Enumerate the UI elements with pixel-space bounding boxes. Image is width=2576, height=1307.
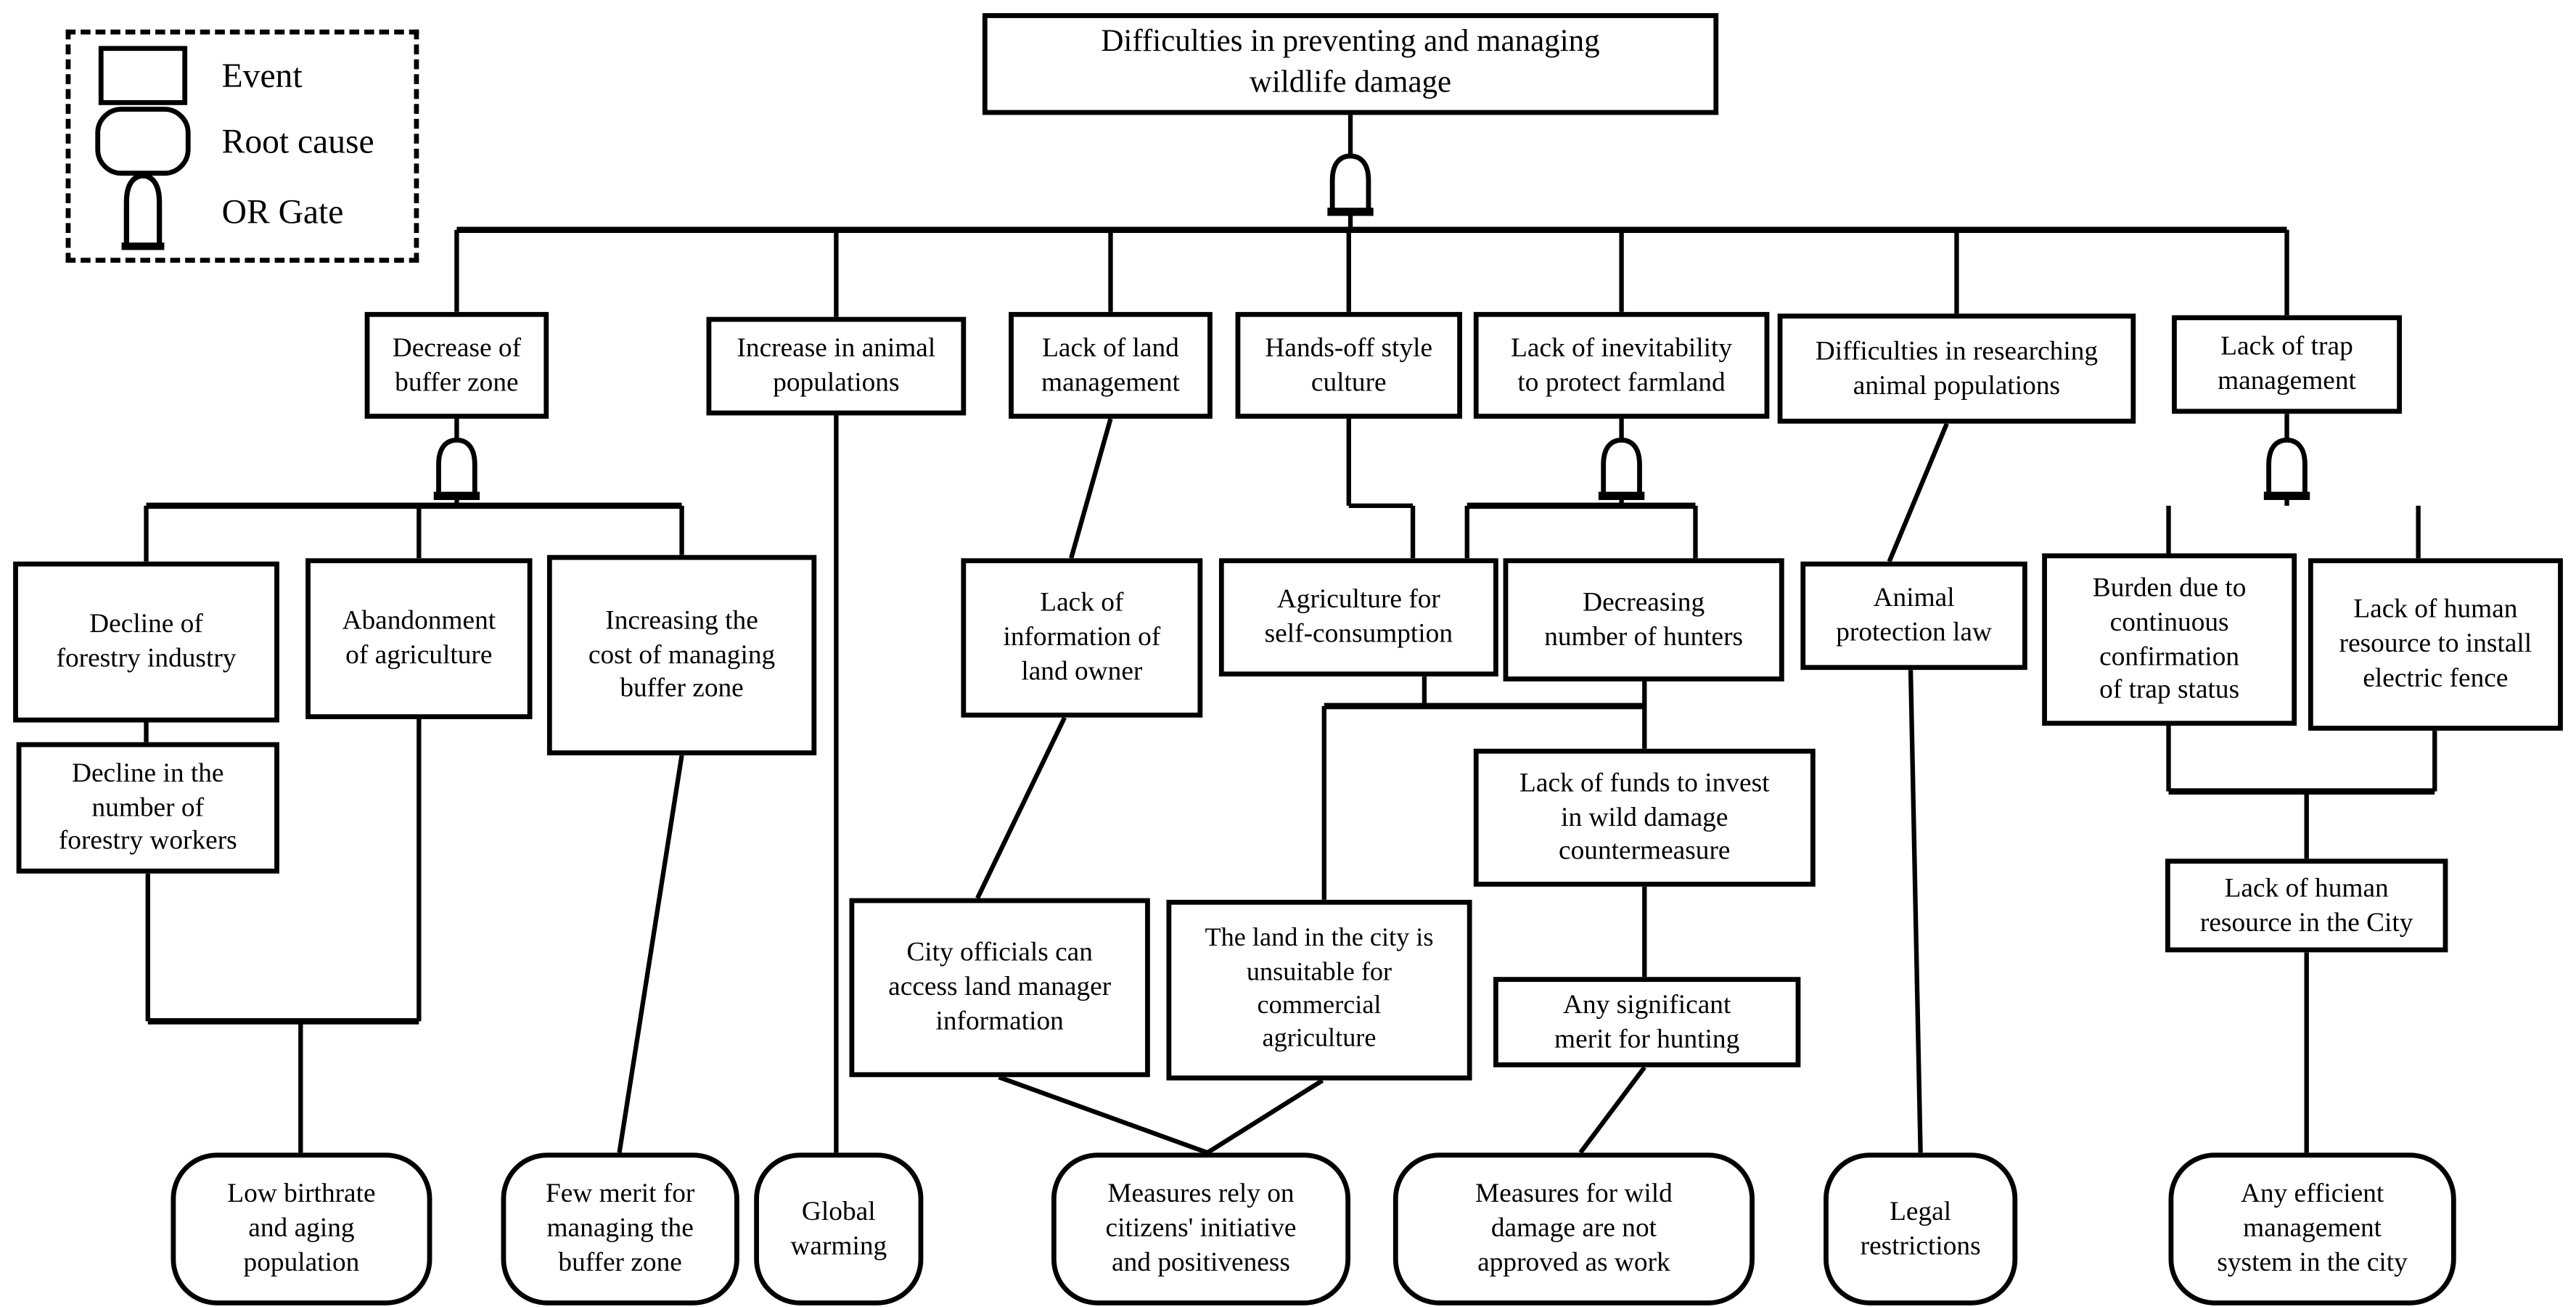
legend: Event Root cause OR Gate	[65, 29, 419, 263]
legend-row-root-cause: Root cause	[91, 107, 401, 176]
node-burden-due-to-continuous-confirmation-of-trap-status: Burden due to continuous confirmation of…	[2042, 553, 2297, 726]
node-increasing-cost-of-managing-buffer-zone: Increasing the cost of managing buffer z…	[546, 554, 817, 755]
legend-label-or-gate: OR Gate	[221, 191, 344, 231]
node-measures-for-wild-damage-not-approved-as-work: Measures for wild damage are not approve…	[1392, 1152, 1755, 1306]
node-measures-rely-on-citizens-initiative-and-positiveness: Measures rely on citizens' initiative an…	[1051, 1152, 1351, 1306]
node-any-efficient-management-system-in-the-city: Any efficient management system in the c…	[2168, 1152, 2456, 1306]
node-decrease-of-buffer-zone: Decrease of buffer zone	[364, 311, 549, 419]
node-increase-in-animal-populations: Increase in animal populations	[706, 316, 967, 416]
legend-label-root-cause: Root cause	[221, 120, 374, 160]
node-abandonment-of-agriculture: Abandonment of agriculture	[305, 558, 533, 720]
node-agriculture-for-self-consumption: Agriculture for self-consumption	[1218, 558, 1498, 677]
or-gate-icon	[433, 153, 2310, 500]
root-cause-symbol-icon	[91, 107, 196, 176]
node-low-birthrate-and-aging-population: Low birthrate and aging population	[171, 1152, 432, 1306]
event-symbol-icon	[91, 46, 196, 105]
node-lack-of-human-resource-in-the-city: Lack of human resource in the City	[2165, 859, 2448, 953]
node-decline-in-number-of-forestry-workers: Decline in the number of forestry worker…	[16, 742, 279, 874]
node-decline-of-forestry-industry: Decline of forestry industry	[13, 561, 279, 723]
node-decreasing-number-of-hunters: Decreasing number of hunters	[1503, 558, 1784, 681]
node-difficulties-in-researching-animal-populations: Difficulties in researching animal popul…	[1777, 314, 2136, 424]
node-lack-of-information-of-land-owner: Lack of information of land owner	[961, 558, 1203, 718]
node-any-significant-merit-for-hunting: Any significant merit for hunting	[1493, 977, 1801, 1068]
legend-label-event: Event	[221, 54, 303, 95]
node-lack-of-funds-to-invest-in-wild-damage-countermeasure: Lack of funds to invest in wild damage c…	[1473, 748, 1816, 887]
node-global-warming: Global warming	[754, 1152, 924, 1306]
node-few-merit-for-managing-the-buffer-zone: Few merit for managing the buffer zone	[501, 1152, 739, 1306]
legend-row-or-gate: OR Gate	[91, 173, 401, 250]
legend-row-event: Event	[91, 44, 401, 107]
or-gate-symbol-icon	[91, 173, 196, 252]
node-lack-of-land-management: Lack of land management	[1009, 311, 1213, 419]
node-land-in-city-unsuitable-for-commercial-agriculture: The land in the city is unsuitable for c…	[1166, 899, 1472, 1081]
node-root-difficulties-wildlife-damage: Difficulties in preventing and managing …	[982, 13, 1719, 115]
node-hands-off-style-culture: Hands-off style culture	[1235, 311, 1462, 419]
node-lack-of-human-resource-to-install-electric-fence: Lack of human resource to install electr…	[2308, 558, 2563, 731]
node-lack-of-trap-management: Lack of trap management	[2172, 315, 2403, 414]
node-lack-of-inevitability-to-protect-farmland: Lack of inevitability to protect farmlan…	[1473, 311, 1770, 419]
node-legal-restrictions: Legal restrictions	[1824, 1152, 2018, 1306]
node-city-officials-can-access-land-manager-information: City officials can access land manager i…	[849, 898, 1150, 1078]
node-animal-protection-law: Animal protection law	[1800, 561, 2027, 671]
